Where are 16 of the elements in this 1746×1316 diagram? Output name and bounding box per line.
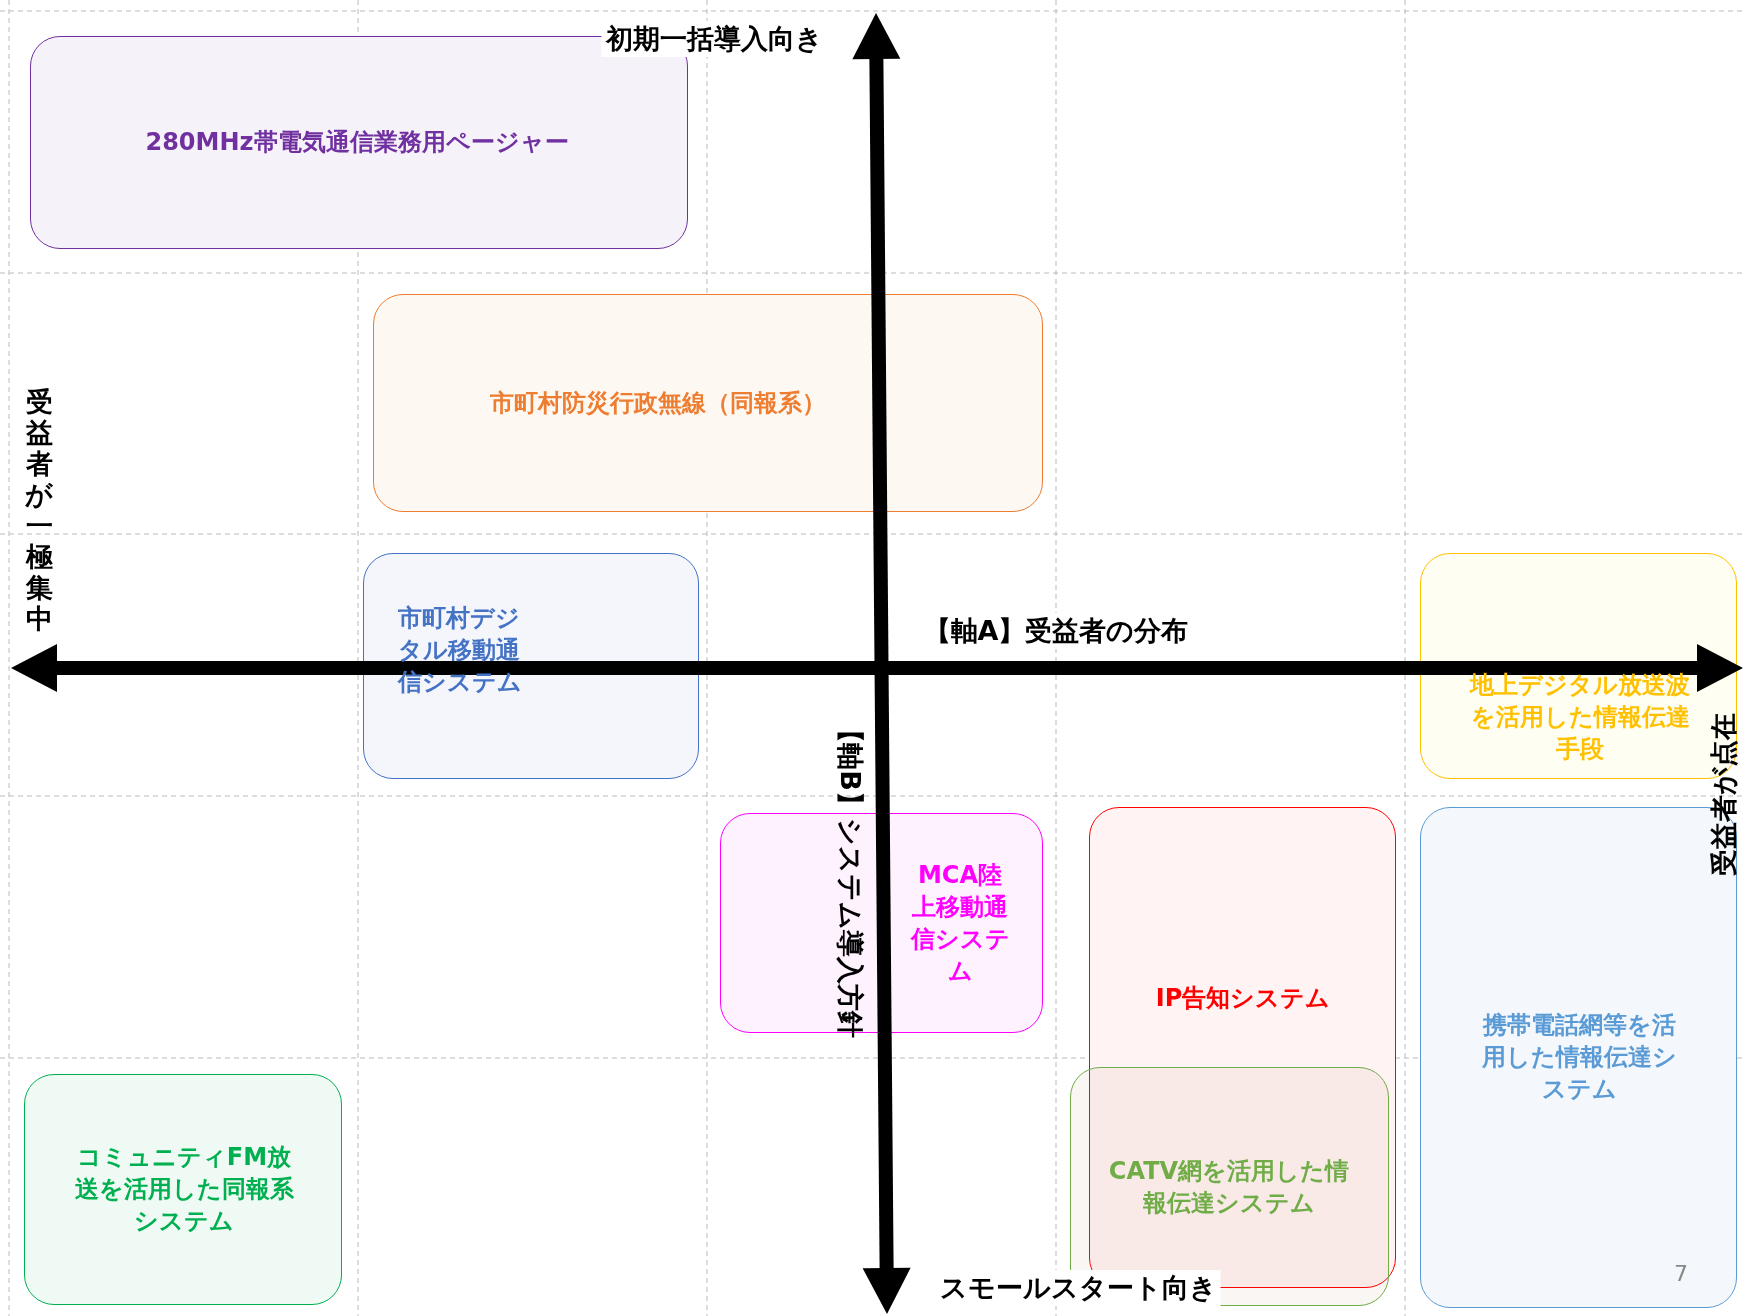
category-label: 市町村デジタル移動通信システム xyxy=(398,603,523,698)
category-label: コミュニティFM放送を活用した同報系システム xyxy=(73,1142,295,1237)
category-label: 市町村防災行政無線（同報系） xyxy=(489,388,827,419)
axis-end-label: 受益者が点在 xyxy=(1707,712,1740,876)
category-label: MCA陸上移動通信システム xyxy=(909,860,1011,987)
axis-title: 【軸B】システム導入方針 xyxy=(834,716,867,1038)
axis-end-label: 受益者が一極集中 xyxy=(24,385,54,635)
category-box xyxy=(24,1074,342,1305)
category-label: 携帯電話網等を活用した情報伝達システム xyxy=(1480,1010,1678,1105)
category-label: IP告知システム xyxy=(1154,983,1332,1014)
category-label: 280MHz帯電気通信業務用ページャー xyxy=(144,127,570,158)
category-label: CATV網を活用した情報伝達システム xyxy=(1107,1156,1351,1219)
page-number: 7 xyxy=(1674,1260,1688,1286)
category-box xyxy=(373,294,1043,512)
category-box xyxy=(363,553,699,779)
category-label: 地上デジタル放送波を活用した情報伝達手段 xyxy=(1468,670,1691,765)
